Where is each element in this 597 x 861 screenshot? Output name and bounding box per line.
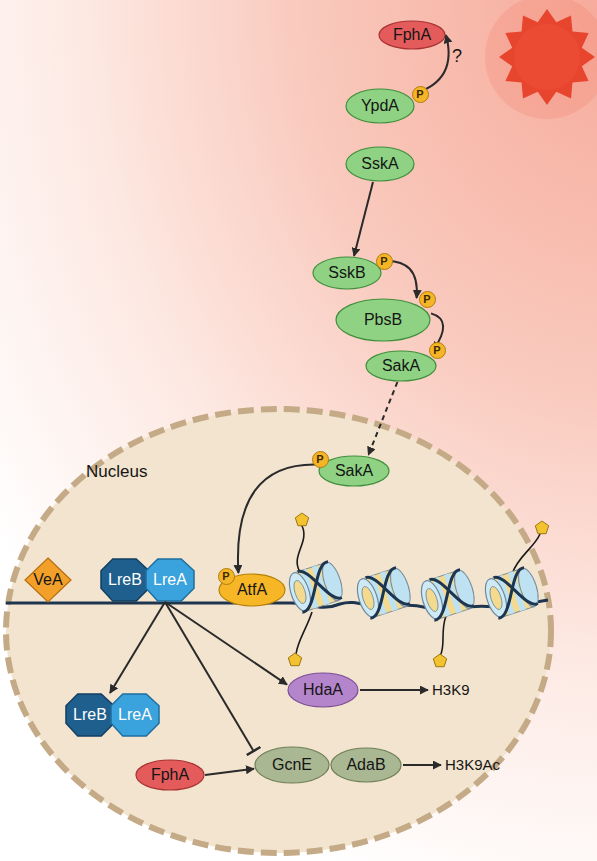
protein-name: PbsB xyxy=(364,311,402,329)
histone-mark: H3K9 xyxy=(432,681,470,698)
protein-name: VeA xyxy=(33,571,62,589)
phospho-mark: P xyxy=(312,451,329,468)
phospho-mark: P xyxy=(419,291,436,308)
protein-name: SskB xyxy=(328,264,365,282)
protein-node: FphA xyxy=(378,20,446,50)
node-shape xyxy=(331,748,401,782)
protein-node: FphA xyxy=(135,759,205,791)
protein-name: SakA xyxy=(335,462,373,480)
protein-name: LreB xyxy=(108,571,142,589)
node-shape xyxy=(319,456,389,486)
activation-arrow xyxy=(165,602,287,685)
node-shape xyxy=(346,147,414,181)
protein-node: SskB xyxy=(312,256,382,290)
compartment-label: Nucleus xyxy=(86,462,147,482)
protein-name: LreA xyxy=(118,706,152,724)
protein-node: LreB xyxy=(100,558,150,602)
activation-arrow xyxy=(415,35,449,93)
node-shape xyxy=(366,351,436,381)
activation-arrow xyxy=(238,465,318,573)
nucleus: Nucleus SakA VeA LreB LreA AtfA LreB LreA HdaA Fp… xyxy=(2,405,555,857)
protein-name: FphA xyxy=(151,766,189,784)
activation-arrow xyxy=(431,313,443,350)
phospho-mark: P xyxy=(376,253,393,270)
protein-node: LreB xyxy=(65,693,115,737)
node-shape xyxy=(111,694,159,736)
protein-node: AdaB xyxy=(330,747,402,783)
node-outline xyxy=(2,405,555,857)
node-shape xyxy=(25,558,71,602)
activation-arrow xyxy=(110,602,165,693)
node-shape xyxy=(313,257,381,289)
protein-name: YpdA xyxy=(361,97,399,115)
protein-name: SskA xyxy=(361,155,398,173)
node-shape xyxy=(136,760,204,790)
protein-name: GcnE xyxy=(272,756,312,774)
protein-node: SakA xyxy=(365,350,437,382)
phospho-mark: P xyxy=(218,568,235,585)
node-shape xyxy=(101,559,149,601)
protein-name: HdaA xyxy=(303,681,343,699)
node-shape xyxy=(66,694,114,736)
histone-mark: H3K9Ac xyxy=(445,756,500,773)
node-shape xyxy=(336,299,430,341)
activation-arrow xyxy=(382,261,417,298)
protein-node: HdaA xyxy=(287,672,359,708)
protein-name: LreB xyxy=(73,706,107,724)
protein-name: AtfA xyxy=(237,581,267,599)
node-shape xyxy=(255,747,329,783)
inhibition-connector xyxy=(165,602,254,752)
edge-label: ? xyxy=(452,46,462,67)
protein-node: VeA xyxy=(24,557,72,603)
protein-name: LreA xyxy=(153,571,187,589)
protein-node: SakA xyxy=(318,455,390,487)
activation-arrow xyxy=(368,382,397,455)
protein-name: AdaB xyxy=(346,756,385,774)
protein-node: PbsB xyxy=(335,298,431,342)
protein-node: YpdA xyxy=(345,88,415,124)
activation-arrow xyxy=(205,769,254,775)
protein-node: LreA xyxy=(110,693,160,737)
protein-node: LreA xyxy=(145,558,195,602)
node-shape xyxy=(288,673,358,707)
activation-arrow xyxy=(354,182,373,256)
phospho-mark: P xyxy=(429,342,446,359)
node-shape xyxy=(6,409,551,853)
protein-name: FphA xyxy=(393,26,431,44)
node-shape xyxy=(146,559,194,601)
node-shape xyxy=(346,89,414,123)
protein-node: GcnE xyxy=(254,746,330,784)
phospho-mark: P xyxy=(412,86,429,103)
protein-node: SskA xyxy=(345,146,415,182)
protein-name: SakA xyxy=(382,357,420,375)
sun xyxy=(485,0,597,119)
node-shape xyxy=(379,21,445,49)
